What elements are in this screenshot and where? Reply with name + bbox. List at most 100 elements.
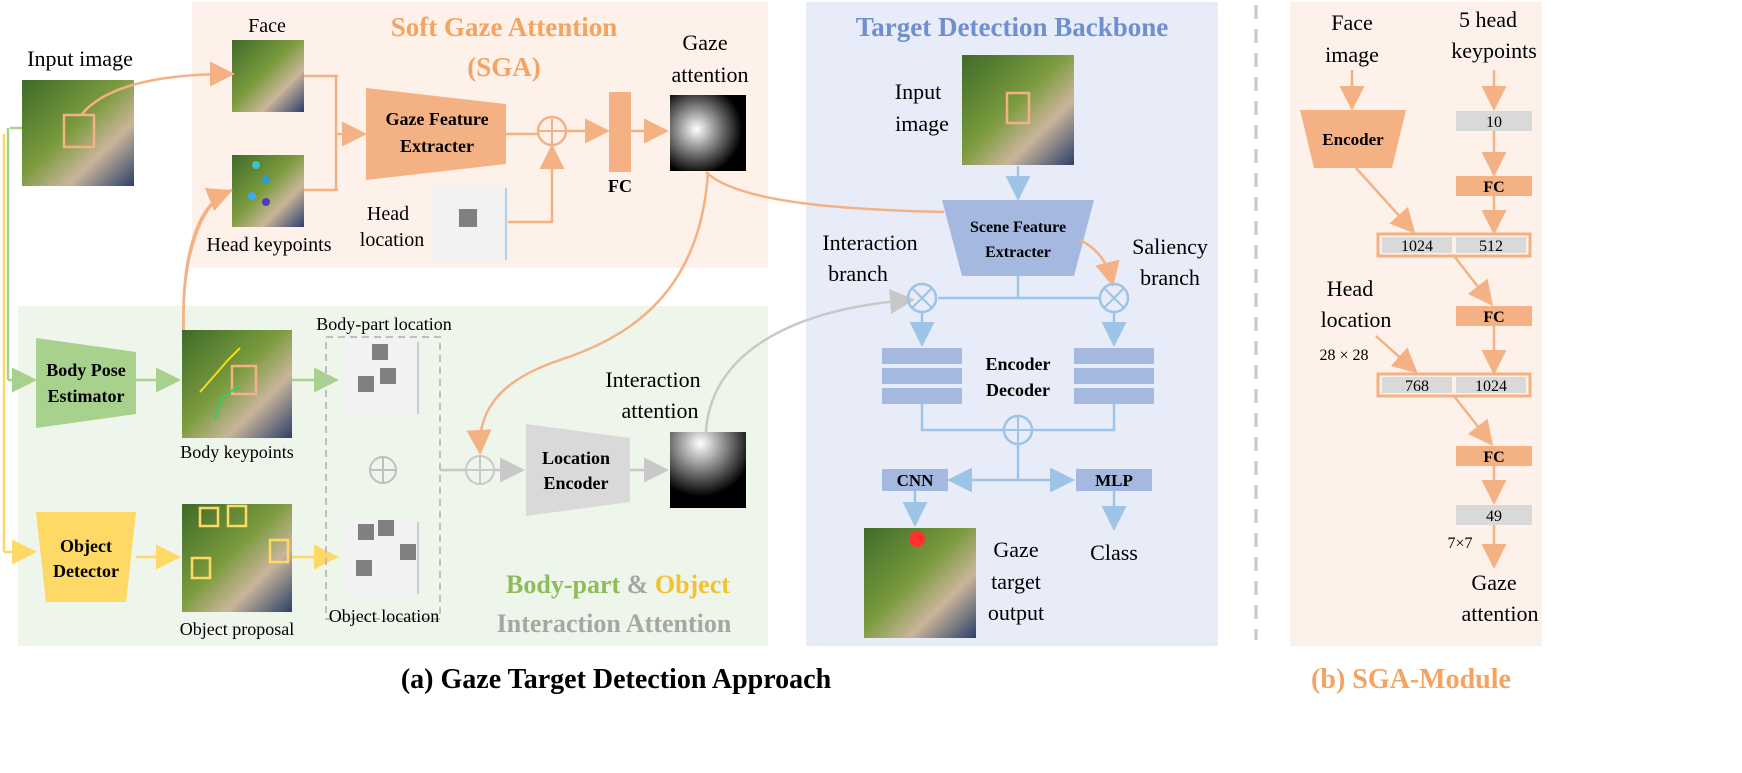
interaction-attention-map [670,432,746,508]
encoder-layer [1074,348,1154,364]
keypoint-marker [262,176,270,184]
arrow-body-keypoints-to-head-keypoints-head [182,187,233,341]
object-marker [378,520,394,536]
gfe-label-1: Gaze Feature [385,109,488,129]
gaze-attention-label-1: Gaze [682,30,727,55]
body-keypoints-head-box [230,364,258,396]
backbone-head-box [1005,91,1031,125]
arrow-interaction-attention-to-branch [704,289,915,433]
pose-estimator-label-1: Body Pose [46,360,126,380]
backbone-input-label-2: image [895,111,949,136]
module-head-label-1: Head [1327,276,1373,301]
caption-b: (b) SGA-Module [1311,664,1511,695]
module-vec-1024b [1456,377,1526,393]
saliency-branch-multiply-icon [1103,287,1125,309]
object-detector-label-2: Detector [53,561,119,581]
arrow-gaze-attention-to-scene [705,171,945,214]
face-thumbnail [232,40,304,112]
head-keypoints-thumbnail [232,155,304,227]
input-image-label: Input image [27,46,133,71]
arrow-head-location-to-sum [508,144,565,224]
module-vec-768 [1382,377,1452,393]
encoder-layer [882,368,962,384]
pose-estimator-label-2: Estimator [48,386,125,406]
bpoi-body-part: Body-part [506,570,620,599]
module-fc3-label: FC [1483,449,1504,466]
interaction-branch-multiply-icon [911,287,933,309]
mlp-block [1076,469,1152,491]
scene-feature-extracter-block [942,200,1094,276]
module-head-label-2: location [1321,307,1392,332]
object-marker [356,560,372,576]
arrow-concat-to-fc2 [1453,255,1494,306]
interaction-attention-label-1: Interaction [605,367,700,392]
keypoint-marker [252,161,260,169]
arrow-encoder-to-concat [1355,167,1416,234]
object-detector-label-1: Object [60,536,112,556]
sga-title-abbrev: (SGA) [467,52,541,82]
module-fc1-label: FC [1483,179,1504,196]
body-keypoints-image [182,330,292,438]
arrow-head-location-to-concat2 [1375,335,1418,374]
head-keypoints-label: Head keypoints [207,234,332,256]
backbone-input-image [962,55,1074,165]
module-fc-3 [1456,446,1532,466]
interaction-branch-label-2: branch [828,261,888,286]
encoder-layer [1074,388,1154,404]
cnn-block [882,469,948,491]
module-encoder-block [1300,110,1406,168]
arrow-input-to-face [81,61,235,115]
head-location-label-1: Head [367,203,409,225]
keypoint-marker [248,192,256,200]
saliency-branch-label-1: Saliency [1132,234,1208,259]
caption-a: (a) Gaze Target Detection Approach [401,664,832,695]
class-label: Class [1090,540,1138,565]
cnn-label: CNN [897,471,935,490]
body-part-location-label: Body-part location [316,314,451,334]
bpoi-title-line2: Interaction Attention [497,609,732,638]
bpoi-object: Object [655,570,730,599]
module-vec-49 [1456,505,1532,525]
keypoint-skeleton [199,347,241,393]
body-part-marker [372,344,388,360]
object-proposal-box [190,556,212,580]
object-marker [400,544,416,560]
input-image-thumbnail [22,80,134,186]
module-encoder-label: Encoder [1322,130,1384,149]
backbone-input-label-1: Input [895,79,941,104]
module-1024b-label: 1024 [1475,378,1507,395]
encoder-layer [1074,368,1154,384]
location-group-box [325,336,441,620]
module-face-label-2: image [1325,42,1379,67]
gaze-attention-map [670,95,746,171]
gaze-target-label-2: target [991,569,1041,594]
location-encoder-label-1: Location [542,448,610,468]
encoder-layer [882,388,962,404]
interaction-branch-label-1: Interaction [822,230,917,255]
module-keypoints-label-2: keypoints [1451,38,1537,63]
module-10-label: 10 [1486,114,1502,131]
module-fc-1 [1456,176,1532,196]
gaze-target-marker [909,531,925,547]
object-marker [358,524,374,540]
object-proposal-box [226,504,248,528]
module-1024a-label: 1024 [1401,238,1433,255]
mlp-label: MLP [1095,471,1133,490]
body-pose-estimator-block [36,338,136,428]
module-49-label: 49 [1486,508,1502,525]
module-vec-10 [1456,111,1532,131]
module-vec-512 [1456,237,1526,253]
interaction-attention-label-2: attention [622,398,699,423]
decoder-label: Decoder [986,380,1050,400]
module-gaze-label-2: attention [1462,601,1539,626]
sga-fc-label: FC [608,176,632,196]
module-face-label-1: Face [1331,10,1373,35]
saliency-branch-label-2: branch [1140,265,1200,290]
location-encoder-block [526,424,630,516]
object-proposal-box [268,538,290,564]
object-detector-block [36,512,136,602]
head-location-marker [459,209,477,227]
location-encoder-label-2: Encoder [544,473,609,493]
object-proposal-label: Object proposal [180,619,294,639]
